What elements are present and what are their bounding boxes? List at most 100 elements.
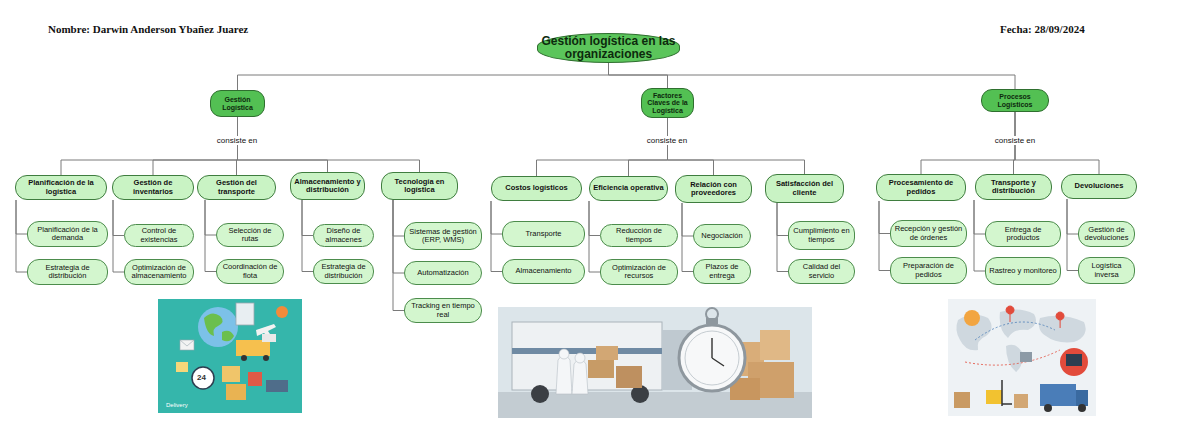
connector-line — [205, 200, 216, 272]
detail-box: Estrategia de distribución — [313, 259, 374, 284]
sub-topic: Gestión de inventarios — [112, 175, 194, 200]
node-text: Cumplimiento en tiempos — [792, 227, 851, 243]
node-text: Estrategia de distribución — [317, 263, 370, 279]
sub-topic: Relación con proveedores — [675, 175, 752, 203]
detail-box: Coordinación de flota — [216, 259, 284, 284]
connector-line — [682, 203, 693, 272]
detail-box: Optimización de recursos — [600, 259, 678, 285]
detail-box: Planificación de la demanda — [27, 221, 108, 247]
node-text: Logística inversa — [1082, 262, 1131, 278]
node-text: Procesamiento de pedidos — [880, 179, 962, 195]
connector-line — [879, 201, 890, 234]
sub-topic: Procesamiento de pedidos — [876, 174, 966, 201]
sub-topic: Planificación de la logística — [15, 175, 107, 200]
delivery-illustration — [158, 299, 302, 413]
node-text: Diseño de almacenes — [317, 227, 370, 243]
node-text: Negociación — [701, 232, 742, 240]
connector-phrase: consiste en — [993, 136, 1037, 145]
clock-number: 24 — [197, 373, 206, 382]
connector-line — [393, 200, 404, 311]
node-text: Plazos de entrega — [697, 263, 747, 279]
sub-topic: Transporte y distribución — [975, 174, 1052, 200]
node-text: Relación con proveedores — [679, 181, 748, 197]
connector-line — [668, 118, 805, 174]
node-text: Control de existencias — [128, 227, 190, 243]
node-text: Optimización de almacenamiento — [128, 264, 190, 280]
main-branch: Procesos Logísticos — [981, 89, 1049, 112]
connector-line — [491, 201, 502, 272]
detail-box: Tracking en tiempo real — [404, 298, 482, 323]
connector-line — [1067, 199, 1078, 271]
connector-line — [113, 200, 124, 272]
node-text: Devoluciones — [1075, 182, 1124, 190]
node-text: Eficiencia operativa — [593, 184, 663, 192]
node-text: Factores Claves de la Logística — [645, 92, 690, 115]
world-logistics-illustration — [948, 299, 1096, 416]
detail-box: Transporte — [502, 221, 585, 247]
connector-line — [1067, 199, 1078, 234]
detail-box: Rastreo y monitoreo — [985, 257, 1061, 285]
node-text: Recepción y gestión de órdenes — [894, 225, 963, 241]
sub-topic: Satisfacción del cliente — [765, 174, 844, 203]
node-text: Almacenamiento — [516, 267, 572, 275]
connector-line — [777, 203, 788, 236]
sub-topic: Almacenamiento y distribución — [290, 172, 365, 200]
node-text: Sistemas de gestión (ERP, WMS) — [408, 228, 478, 244]
node-text: Costos logísticos — [505, 184, 568, 192]
detail-box: Plazos de entrega — [693, 259, 751, 284]
node-text: Gestión de devoluciones — [1082, 226, 1131, 242]
node-text: Preparación de pedidos — [894, 262, 963, 278]
sub-topic: Devoluciones — [1061, 174, 1137, 199]
node-text: Automatización — [417, 269, 468, 277]
node-text: Almacenamiento y distribución — [294, 178, 361, 194]
detail-box: Control de existencias — [124, 224, 194, 247]
connector-line — [491, 201, 502, 234]
detail-box: Gestión de devoluciones — [1078, 221, 1135, 247]
node-text: Gestión Logística — [214, 96, 261, 111]
root-topic: Gestión logística en las organizaciones — [537, 33, 680, 63]
detail-box: Preparación de pedidos — [890, 257, 967, 284]
connector-line — [974, 200, 985, 234]
node-text: Selección de rutas — [220, 227, 280, 243]
illustration-caption: Delivery — [166, 402, 188, 408]
node-text: Calidad del servicio — [792, 263, 851, 279]
node-text: Satisfacción del cliente — [769, 180, 840, 196]
node-text: Rastreo y monitoreo — [989, 267, 1057, 275]
connector-line — [16, 200, 27, 272]
node-text: Coordinación de flota — [220, 263, 280, 279]
node-text: Transporte — [526, 230, 562, 238]
detail-box: Cumplimiento en tiempos — [788, 221, 855, 250]
detail-box: Almacenamiento — [502, 259, 585, 284]
sub-topic: Eficiencia operativa — [589, 176, 668, 201]
connector-line — [589, 201, 600, 236]
detail-box: Entrega de productos — [985, 221, 1061, 247]
connector-line — [537, 118, 668, 176]
connector-line — [393, 200, 404, 273]
node-text: Tracking en tiempo real — [408, 302, 478, 318]
sub-topic: Tecnología en logística — [381, 172, 458, 200]
detail-box: Sistemas de gestión (ERP, WMS) — [404, 222, 482, 250]
connector-phrase: consiste en — [645, 136, 689, 145]
node-text: Tecnología en logística — [385, 178, 454, 194]
connector-line — [777, 203, 788, 272]
connector-line — [682, 203, 693, 236]
node-text: Planificación de la demanda — [31, 226, 104, 242]
detail-box: Recepción y gestión de órdenes — [890, 220, 967, 247]
connector-line — [61, 117, 238, 175]
node-text: Gestión logística en las organizaciones — [541, 35, 676, 61]
sub-topic: Gestión del transporte — [197, 175, 276, 200]
detail-box: Logística inversa — [1078, 257, 1135, 284]
node-text: Estrategia de distribución — [31, 264, 104, 280]
connector-line — [589, 201, 600, 272]
main-branch: Factores Claves de la Logística — [641, 88, 694, 118]
connector-line — [302, 200, 313, 236]
connector-line — [238, 117, 420, 172]
connector-line — [302, 200, 313, 272]
connector-line — [113, 200, 124, 236]
author-name: Nombre: Darwin Anderson Ybañez Juarez — [48, 23, 248, 35]
connector-line — [393, 200, 404, 236]
connector-line — [153, 117, 238, 175]
connector-line — [238, 63, 609, 90]
detail-box: Diseño de almacenes — [313, 224, 374, 247]
